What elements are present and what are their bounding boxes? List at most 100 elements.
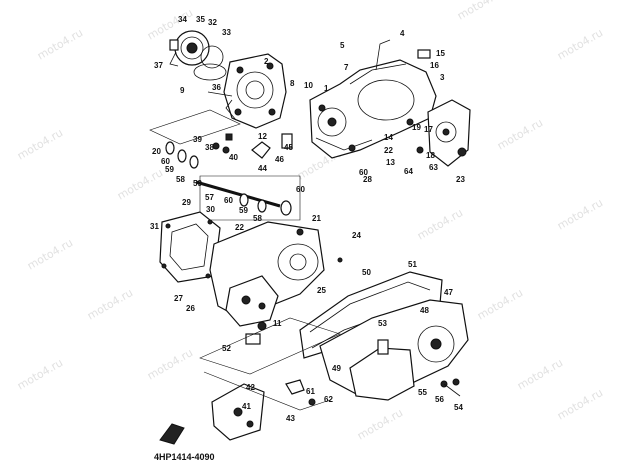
callout-51: 51 xyxy=(408,260,417,269)
callout-31: 31 xyxy=(150,222,159,231)
callout-64: 64 xyxy=(404,167,413,176)
watermark-text: moto4.ru xyxy=(555,196,605,233)
callout-50: 50 xyxy=(362,268,371,277)
crankcase-cover-right xyxy=(416,99,471,167)
watermark-text: moto4.ru xyxy=(415,206,465,243)
callout-33: 33 xyxy=(222,28,231,37)
callout-41: 41 xyxy=(242,402,251,411)
callout-56: 56 xyxy=(435,395,444,404)
watermark-text: moto4.ru xyxy=(115,166,165,203)
callout-25: 25 xyxy=(317,286,326,295)
watermark-text: moto4.ru xyxy=(495,116,545,153)
crankcase-right xyxy=(309,39,437,159)
callout-19: 19 xyxy=(412,123,421,132)
callout-28: 28 xyxy=(363,175,372,184)
callout-42: 42 xyxy=(246,383,255,392)
watermark-text: moto4.ru xyxy=(475,286,525,323)
callout-14: 14 xyxy=(384,133,393,142)
callout-1: 1 xyxy=(324,84,329,93)
callout-13: 13 xyxy=(386,158,395,167)
callout-8: 8 xyxy=(290,79,295,88)
watermark-text: moto4.ru xyxy=(515,356,565,393)
callout-30: 30 xyxy=(206,205,215,214)
watermark-text: moto4.ru xyxy=(555,26,605,63)
callout-36: 36 xyxy=(212,83,221,92)
bracket xyxy=(211,379,316,441)
crankcase-left xyxy=(207,53,287,129)
callout-58: 58 xyxy=(253,214,262,223)
watermark-text: moto4.ru xyxy=(455,0,505,23)
callout-62: 62 xyxy=(324,395,333,404)
callout-4: 4 xyxy=(400,29,405,38)
callout-49: 49 xyxy=(332,364,341,373)
callout-20: 20 xyxy=(152,147,161,156)
callout-46: 46 xyxy=(275,155,284,164)
callout-22: 22 xyxy=(235,223,244,232)
pump-assembly xyxy=(169,30,227,81)
watermark-text: moto4.ru xyxy=(25,236,75,273)
watermark-text: moto4.ru xyxy=(35,26,85,63)
part-code: 4HP1414-4090 xyxy=(154,452,215,462)
callout-26: 26 xyxy=(186,304,195,313)
callout-2: 2 xyxy=(264,57,269,66)
callout-55: 55 xyxy=(418,388,427,397)
callout-32: 32 xyxy=(208,18,217,27)
callout-9: 9 xyxy=(180,86,185,95)
watermark-text: moto4.ru xyxy=(145,346,195,383)
callout-7: 7 xyxy=(344,63,349,72)
callout-11: 11 xyxy=(273,319,282,328)
callout-18: 18 xyxy=(426,151,435,160)
callout-24: 24 xyxy=(352,231,361,240)
callout-59: 59 xyxy=(193,179,202,188)
callout-47: 47 xyxy=(444,288,453,297)
callout-29: 29 xyxy=(182,198,191,207)
callout-61: 61 xyxy=(306,387,315,396)
callout-63: 63 xyxy=(429,163,438,172)
bolts-right xyxy=(440,378,461,397)
callout-12: 12 xyxy=(258,132,267,141)
callout-22: 22 xyxy=(384,146,393,155)
callout-57: 57 xyxy=(205,193,214,202)
callout-60: 60 xyxy=(359,168,368,177)
watermark-text: moto4.ru xyxy=(355,406,405,443)
callout-59: 59 xyxy=(239,206,248,215)
shaft-assembly xyxy=(165,141,292,216)
callout-60: 60 xyxy=(161,157,170,166)
crankcase-cover-left xyxy=(209,221,343,327)
callout-10: 10 xyxy=(304,81,313,90)
callout-39: 39 xyxy=(193,135,202,144)
callout-5: 5 xyxy=(340,41,345,50)
watermark-text: moto4.ru xyxy=(15,126,65,163)
callout-54: 54 xyxy=(454,403,463,412)
watermark-text: moto4.ru xyxy=(15,356,65,393)
callout-37: 37 xyxy=(154,61,163,70)
callout-48: 48 xyxy=(420,306,429,315)
watermark-text: moto4.ru xyxy=(555,386,605,423)
callout-60: 60 xyxy=(296,185,305,194)
callout-45: 45 xyxy=(284,143,293,152)
watermark-text: moto4.ru xyxy=(85,286,135,323)
callout-17: 17 xyxy=(424,125,433,134)
watermark-layer: moto4.rumoto4.rumoto4.rumoto4.rumoto4.ru… xyxy=(15,0,605,443)
callout-34: 34 xyxy=(178,15,187,24)
callout-44: 44 xyxy=(258,164,267,173)
outer-cover xyxy=(319,299,469,401)
callout-3: 3 xyxy=(440,73,445,82)
callout-43: 43 xyxy=(286,414,295,423)
callout-38: 38 xyxy=(205,143,214,152)
callout-53: 53 xyxy=(378,319,387,328)
callout-35: 35 xyxy=(196,15,205,24)
callout-16: 16 xyxy=(430,61,439,70)
callout-21: 21 xyxy=(312,214,321,223)
callout-60: 60 xyxy=(224,196,233,205)
front-arrow-icon xyxy=(159,423,185,445)
callout-27: 27 xyxy=(174,294,183,303)
callout-58: 58 xyxy=(176,175,185,184)
callout-23: 23 xyxy=(456,175,465,184)
callout-40: 40 xyxy=(229,153,238,162)
small-parts-center xyxy=(212,133,293,159)
callout-59: 59 xyxy=(165,165,174,174)
callout-52: 52 xyxy=(222,344,231,353)
